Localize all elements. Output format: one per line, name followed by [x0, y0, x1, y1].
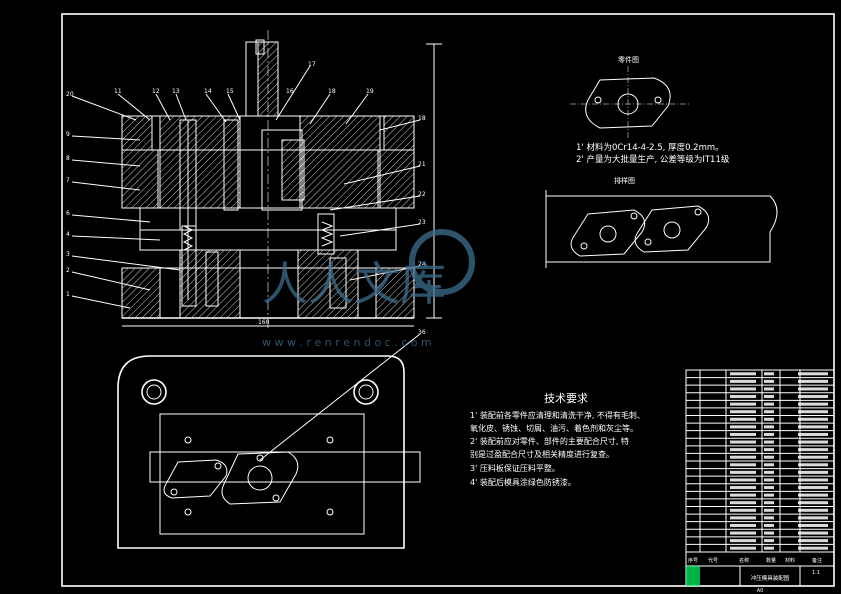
- callout-left-5: 4: [66, 231, 70, 238]
- callout-left-7: 2: [66, 267, 70, 274]
- tech-line-1: 1' 装配前各零件应清理和清洗干净, 不得有毛刺、: [470, 410, 645, 420]
- callout-top: 11 12 13 14 15 16 17 18 19: [114, 61, 374, 125]
- callout-top-1: 12: [152, 88, 160, 95]
- watermark: 人人文库 w w w . r e n r e n d o c . c o m: [262, 229, 475, 349]
- tech-line-4: 别是过盈配合尺寸及相关精度进行复查。: [470, 449, 614, 459]
- section-view: 160: [121, 30, 442, 330]
- part-note-1: 1' 材料为0Cr14-4-2.5, 厚度0.2mm。: [576, 142, 724, 153]
- bom-header-1: 代号: [708, 557, 718, 564]
- tech-title: 技术要求: [544, 392, 588, 405]
- callout-top-0: 11: [114, 88, 122, 95]
- callout-top-8: 19: [366, 88, 374, 95]
- tech-line-5: 3' 压料板保证压料平整。: [470, 463, 560, 473]
- callout-left: 20 9 8 7 6 4 3 2 1: [66, 91, 181, 309]
- callout-left-3: 7: [66, 177, 70, 184]
- callout-right-1: 21: [418, 161, 426, 168]
- sheet-size: A0: [757, 588, 764, 594]
- callout-left-2: 8: [66, 155, 70, 162]
- bom-header-3: 数量: [766, 557, 776, 564]
- callout-right-2: 22: [418, 191, 426, 198]
- part-drawing: 零件图 1' 材料为0Cr14-4-2.5, 厚度0.2mm。 2' 产量为大批…: [570, 55, 730, 165]
- part-note-2: 2' 产量为大批量生产, 公差等级为IT11级: [576, 154, 730, 165]
- tech-line-6: 4' 装配后模具涂绿色防锈漆。: [470, 477, 576, 487]
- callout-right-0: 18: [418, 115, 426, 122]
- side-dim: 36: [418, 329, 426, 336]
- lower-die-seat-left: [121, 267, 161, 319]
- layout-title: 排样图: [614, 176, 635, 185]
- callout-left-6: 3: [66, 251, 70, 258]
- dim-160: 160: [258, 319, 270, 326]
- tech-line-2: 氧化皮、锈蚀、切屑、油污、着色剂和灰尘等。: [470, 423, 638, 433]
- callout-left-8: 1: [66, 291, 70, 298]
- callout-right-3: 23: [418, 219, 426, 226]
- strip-layout: 排样图: [545, 176, 778, 268]
- callout-top-5: 16: [286, 88, 294, 95]
- bom-header-4: 材料: [785, 557, 795, 564]
- drawing-scale: 1:1: [812, 570, 820, 576]
- drawing-name: 冲压模具装配图: [751, 574, 790, 582]
- watermark-text: 人人文库: [262, 257, 446, 311]
- callout-top-6: 17: [308, 61, 316, 68]
- callout-left-4: 6: [66, 210, 70, 217]
- bom-header-2: 名称: [739, 557, 749, 564]
- plan-view: 36: [117, 329, 426, 549]
- tech-requirements: 技术要求 1' 装配前各零件应清理和清洗干净, 不得有毛刺、 氧化皮、锈蚀、切屑…: [470, 392, 645, 487]
- callout-top-2: 13: [172, 88, 180, 95]
- callout-top-7: 18: [328, 88, 336, 95]
- sheet-border: [61, 13, 835, 587]
- callout-right: 18 21 22 23 24: [329, 115, 426, 281]
- callout-left-1: 9: [66, 131, 70, 138]
- callout-top-4: 15: [226, 88, 234, 95]
- bom-header-0: 序号: [688, 557, 698, 564]
- callout-top-3: 14: [204, 88, 212, 95]
- bom-header-5: 备注: [812, 557, 822, 564]
- watermark-url: w w w . r e n r e n d o c . c o m: [262, 336, 432, 349]
- tech-line-3: 2' 装配前应对零件、部件的主要配合尺寸, 特: [470, 436, 629, 446]
- part-drawing-title: 零件图: [618, 55, 639, 64]
- callout-right-4: 24: [418, 261, 426, 268]
- callout-left-0: 20: [66, 91, 74, 98]
